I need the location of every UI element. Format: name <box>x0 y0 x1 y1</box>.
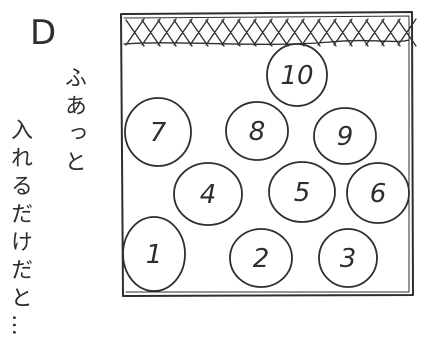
circle-number-3: 3 <box>340 244 357 274</box>
circle-number-7: 7 <box>150 118 167 148</box>
circle-number-2: 2 <box>253 244 270 274</box>
diagram-label: D <box>30 13 56 53</box>
circle-number-9: 9 <box>337 122 354 152</box>
circle-number-10: 10 <box>280 61 313 91</box>
lid-hatch-strokes <box>124 19 416 46</box>
circle-number-6: 6 <box>370 179 387 209</box>
lid-hatching <box>124 19 416 46</box>
circle-number-5: 5 <box>294 178 311 208</box>
note-line-2: 入れるだけだと… <box>8 118 30 342</box>
circle-number-8: 8 <box>249 117 266 147</box>
circle-number-4: 4 <box>200 180 217 210</box>
circle-number-1: 1 <box>146 240 163 270</box>
circles-group: 10 7 8 9 4 5 6 1 2 3 <box>123 44 409 291</box>
note-line-1: ふあっと <box>62 66 84 178</box>
